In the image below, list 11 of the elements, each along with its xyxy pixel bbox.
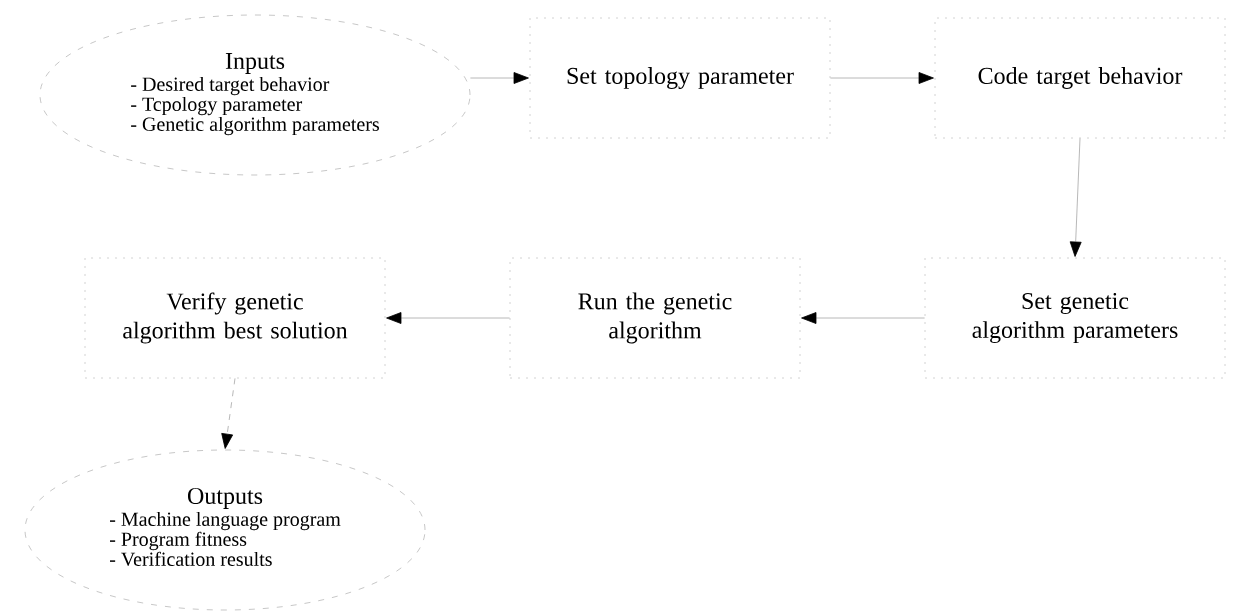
arrow xyxy=(801,312,925,324)
arrow xyxy=(470,72,529,84)
arrow xyxy=(830,72,934,84)
process-box: Set topology parameter xyxy=(529,17,831,139)
process-box: Run the genetic algorithm xyxy=(509,257,801,379)
process-box: Verify genetic algorithm best solution xyxy=(84,257,386,379)
arrow xyxy=(386,312,510,324)
arrow xyxy=(221,378,236,449)
process-box: Code target behavior xyxy=(934,17,1226,139)
arrow xyxy=(1069,138,1082,257)
process-box: Set genetic algorithm parameters xyxy=(924,257,1226,379)
